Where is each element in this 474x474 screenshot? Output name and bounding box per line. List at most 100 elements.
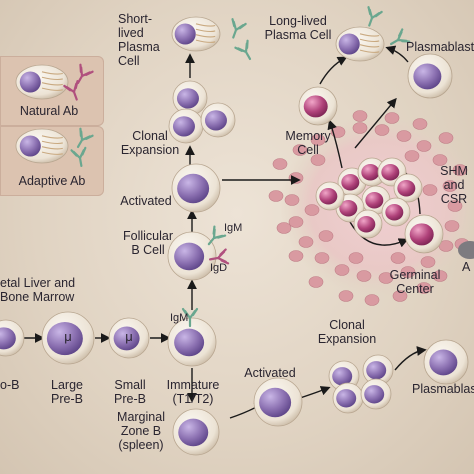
natural-ab-antibody-icon	[63, 80, 79, 101]
large-pre-b-label: Large Pre-B	[51, 378, 83, 406]
adaptive-ab-label: Adaptive Ab	[18, 174, 86, 188]
activated-cell-top	[171, 163, 221, 213]
igm-receptor-icon	[181, 307, 199, 328]
activated-top-label: Activated	[120, 194, 172, 208]
germinal-dot	[314, 252, 330, 264]
clonal-cell	[362, 354, 394, 386]
natural-ab-label: Natural Ab	[19, 104, 79, 118]
arrow-gc-to-plasmablast-top	[354, 97, 397, 149]
clonal-cell	[332, 382, 364, 414]
arrow-gc-cycle	[349, 221, 409, 248]
germinal-dot	[416, 140, 432, 152]
follicular-b-cell	[167, 231, 217, 281]
activated-bottom-label: Activated	[244, 366, 296, 380]
germinal-dot	[268, 190, 284, 202]
germinal-dot	[390, 252, 406, 264]
arrow-activated-to-clonal-right	[299, 386, 331, 399]
germinal-dot	[447, 200, 463, 212]
arrow-clonal-to-plasmablast-bottom	[394, 346, 427, 371]
germinal-dot	[400, 266, 416, 278]
pro-b-label: o-B	[0, 378, 20, 392]
shm-csr-label: SHM and CSR	[440, 164, 468, 206]
long-lived-antibody-icon	[389, 28, 411, 46]
fetal-liver-label: etal Liver and Bone Marrow	[0, 276, 76, 304]
germinal-dot	[378, 272, 394, 284]
immature-b-cell	[167, 317, 217, 367]
germinal-dot	[334, 264, 350, 276]
clonal-cell	[360, 378, 392, 410]
germinal-dot	[442, 180, 458, 192]
clonal-cell	[172, 80, 208, 116]
follicular-label: Follicular B Cell	[122, 229, 173, 257]
germinal-dot	[310, 154, 326, 166]
germinal-dot	[392, 290, 408, 302]
natural-ab-antibody-icon	[76, 63, 94, 85]
germinal-dot	[288, 250, 304, 262]
germinal-dot	[304, 204, 320, 216]
germinal-dot	[432, 154, 448, 166]
germinal-dot	[396, 130, 412, 142]
arrow-plasmablast-to-longlived	[385, 45, 409, 63]
arrow-memory-to-longlived	[319, 56, 348, 85]
germinal-dot	[288, 172, 304, 184]
large-pre-b-cell	[41, 311, 95, 365]
germinal-dot	[348, 252, 364, 264]
germinal-center-cell	[381, 197, 411, 227]
immature-label: Immature (T1/T2)	[166, 378, 220, 406]
memory-cell-label: Memory Cell	[285, 129, 331, 157]
germinal-center-cell	[315, 181, 345, 211]
igd-receptor-icon	[209, 248, 230, 265]
germinal-dot	[310, 134, 326, 146]
long-lived-plasma-label: Long-lived Plasma Cell	[264, 14, 332, 42]
antigen-label: A	[462, 260, 471, 274]
germinal-center-cell	[404, 214, 444, 254]
activated-cell-bottom	[253, 377, 303, 427]
germinal-center-cell	[393, 173, 423, 203]
memory-cell	[298, 86, 338, 126]
short-lived-antibody-icon	[231, 18, 247, 39]
antigen-icon	[458, 241, 474, 259]
igm-follicular-label: IgM	[224, 222, 243, 234]
clonal-expansion-right-label: Clonal Expansion	[317, 318, 377, 346]
natural-ab-plasma-cell	[15, 64, 69, 100]
long-lived-antibody-icon	[367, 6, 383, 27]
germinal-dot	[272, 158, 288, 170]
short-lived-plasma-label: Short- lived Plasma Cell	[118, 12, 160, 68]
germinal-dot	[352, 110, 368, 122]
germinal-dot	[432, 270, 448, 282]
germinal-dot	[374, 124, 390, 136]
germinal-dot	[364, 294, 380, 306]
germinal-dot	[412, 118, 428, 130]
germinal-center-dots	[268, 110, 470, 306]
small-pre-b-label: Small Pre-B	[114, 378, 146, 406]
plasmablast-bottom-cell	[423, 339, 469, 385]
marginal-zone-label: Marginal Zone B (spleen)	[117, 410, 165, 452]
clonal-cell	[200, 102, 236, 138]
igm-receptor-icon	[207, 225, 227, 246]
marginal-zone-b-cell	[172, 408, 220, 456]
germinal-dot	[444, 220, 460, 232]
germinal-dot	[338, 290, 354, 302]
germinal-dot	[404, 150, 420, 162]
adaptive-ab-antibody-icon	[76, 127, 94, 149]
germinal-dot	[288, 216, 304, 228]
germinal-dot	[420, 256, 436, 268]
germinal-dot	[452, 164, 468, 176]
germinal-center-label: Germinal Center	[389, 268, 441, 296]
plasmablast-top-cell	[407, 53, 453, 99]
germinal-dot	[356, 270, 372, 282]
short-lived-antibody-icon	[234, 39, 252, 61]
plasmablast-bottom-label: Plasmablast	[412, 382, 474, 396]
igm-immature-label: IgM	[170, 312, 189, 324]
mu-large-label: μ	[64, 329, 72, 344]
germinal-dot	[352, 122, 368, 134]
plasmablast-top-label: Plasmablast	[406, 40, 474, 54]
igd-follicular-label: IgD	[210, 262, 228, 274]
germinal-dot	[318, 230, 334, 242]
short-lived-plasma-cell	[171, 16, 221, 52]
small-pre-b-cell	[108, 317, 150, 359]
germinal-dot	[298, 236, 314, 248]
arrow-gc-to-memory	[327, 119, 343, 169]
